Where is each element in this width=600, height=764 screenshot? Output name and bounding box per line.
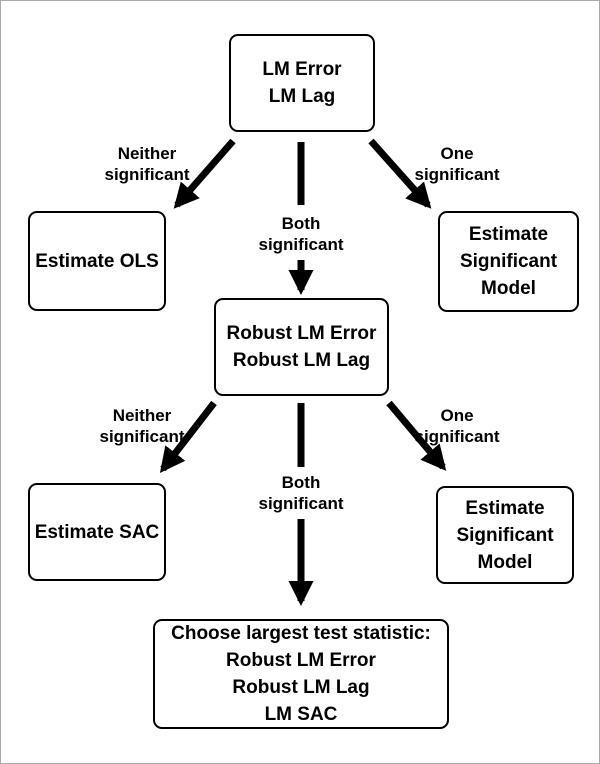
edge-label-both-significant-bottom: Both significant	[258, 473, 344, 513]
edge-label-neither-significant-bottom: Neither significant	[99, 406, 185, 446]
edge-label-neither-significant-top: Neither significant	[104, 144, 190, 184]
node-estimate-ols: Estimate OLS	[28, 211, 166, 311]
node-estimate-sac: Estimate SAC	[28, 483, 166, 581]
node-estimate-significant-model-bottom: Estimate Significant Model	[436, 486, 574, 584]
edge-label-both-significant-top: Both significant	[258, 214, 344, 254]
arrow-neither-significant-top	[173, 138, 236, 209]
arrow-neither-significant-bottom	[159, 400, 217, 473]
node-lm-tests: LM Error LM Lag	[229, 34, 375, 132]
node-estimate-significant-model-top: Estimate Significant Model	[438, 211, 579, 312]
edge-label-one-significant-bottom: One significant	[414, 406, 500, 446]
edge-label-one-significant-top: One significant	[414, 144, 500, 184]
node-robust-lm-tests: Robust LM Error Robust LM Lag	[214, 298, 389, 396]
node-choose-largest-test-statistic: Choose largest test statistic: Robust LM…	[153, 619, 449, 729]
arrow-one-significant-bottom	[386, 400, 447, 471]
arrow-one-significant-top	[368, 138, 432, 209]
